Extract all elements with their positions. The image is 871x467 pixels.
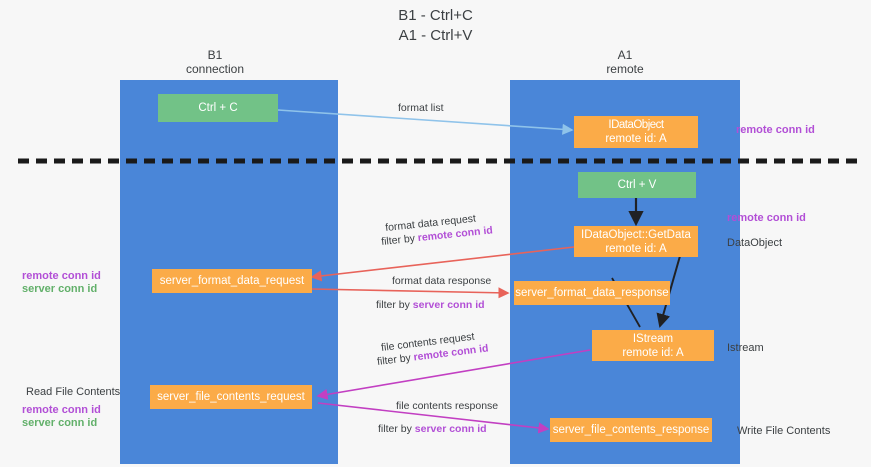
box-server-file-contents-request-label: server_file_contents_request [157,391,305,403]
side-label-remote-conn-id-mid: remote conn id [727,212,806,224]
column-header-right: A1 remote [565,48,685,76]
filter-key-server-conn-id: server conn id [412,299,485,311]
page-title: B1 - Ctrl+C A1 - Ctrl+V [0,6,871,46]
column-right-subtitle: remote [606,62,644,76]
side-label-left-server-conn-id: server conn id [22,283,98,295]
box-server-format-data-response[interactable]: server_format_data_response [514,281,670,305]
side-label-istream: Istream [727,342,764,354]
arrow-label-file-contents-response-filter: filter by server conn id [378,422,487,436]
side-label-left-remote-conn-id: remote conn id [22,270,101,282]
box-getdata[interactable]: IDataObject::GetData remote id: A [574,226,698,257]
box-server-format-data-response-label: server_format_data_response [515,287,669,299]
arrow-label-file-contents-response: file contents response [396,400,499,412]
side-label-write-file-contents: Write File Contents [737,425,831,437]
arrow-label-format-data-response: format data response [392,275,492,287]
box-server-file-contents-response[interactable]: server_file_contents_response [550,418,712,442]
column-left-title: B1 [207,48,223,62]
box-istream[interactable]: IStream remote id: A [592,330,714,361]
filter-prefix: filter by [380,232,419,249]
box-server-file-contents-request[interactable]: server_file_contents_request [150,385,312,409]
side-label-read-file-contents: Read File Contents [26,386,121,398]
side-label-remote-conn-id-top: remote conn id [736,124,815,136]
arrow-label-format-list: format list [398,102,444,114]
box-istream-line1: IStream [632,332,674,345]
box-ctrl-c-label: Ctrl + C [198,102,238,114]
box-server-file-contents-response-label: server_file_contents_response [552,424,710,436]
title-line-1: B1 - Ctrl+C [398,7,473,24]
side-label-left-server-conn-id-2: server conn id [22,417,98,429]
box-getdata-line2: remote id: A [605,242,667,255]
box-istream-line2: remote id: A [622,346,684,359]
arrow-label-format-data-response-filter: filter by server conn id [376,298,485,312]
box-idataobject[interactable]: IDataObject remote id: A [574,116,698,148]
title-line-2: A1 - Ctrl+V [398,27,473,44]
side-label-dataobject: DataObject [727,237,783,249]
filter-prefix: filter by [376,351,415,369]
box-ctrl-v[interactable]: Ctrl + V [578,172,696,198]
column-right-title: A1 [617,48,633,62]
box-server-format-data-request-label: server_format_data_request [159,275,305,287]
box-ctrl-v-label: Ctrl + V [617,179,657,191]
box-idataobject-line2: remote id: A [605,133,667,145]
column-left-subtitle: connection [185,62,245,76]
filter-prefix: filter by [378,423,415,435]
box-server-format-data-request[interactable]: server_format_data_request [152,269,312,293]
filter-key-server-conn-id: server conn id [414,423,487,435]
side-label-left-remote-conn-id-2: remote conn id [22,404,101,416]
box-ctrl-c[interactable]: Ctrl + C [158,94,278,122]
box-getdata-line1: IDataObject::GetData [581,228,691,241]
box-idataobject-line1: IDataObject [608,119,664,131]
filter-prefix: filter by [376,299,413,311]
column-header-left: B1 connection [155,48,275,76]
